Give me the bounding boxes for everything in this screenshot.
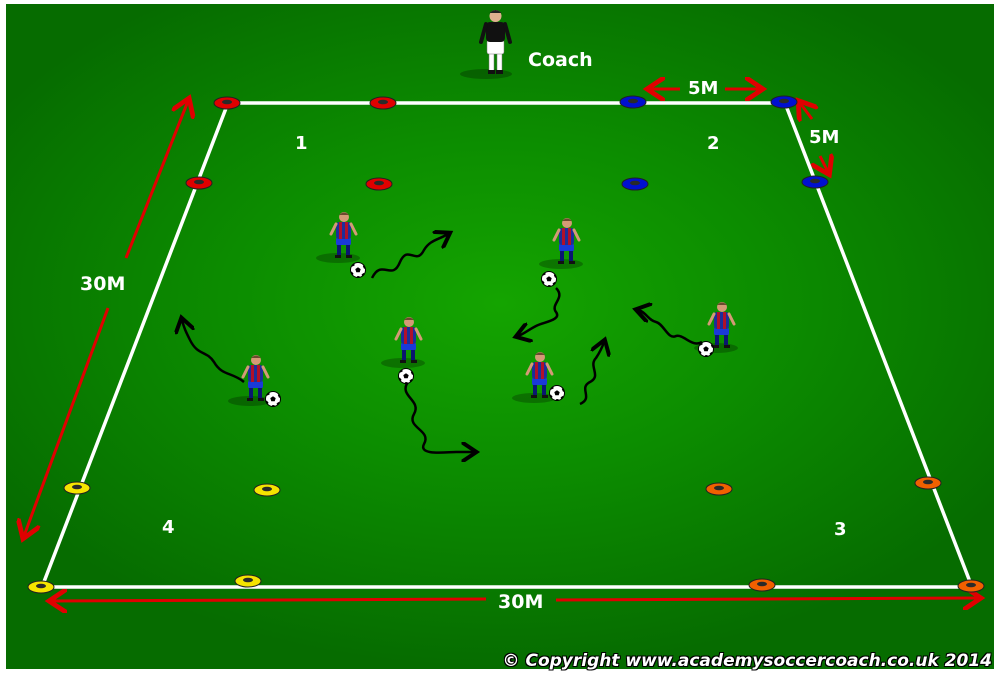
cone-yellow [28, 581, 54, 593]
cone-blue [802, 176, 828, 188]
left-length-arrow-down [24, 308, 108, 536]
soccer-ball-icon [699, 342, 714, 357]
side-gap-arrow-up [800, 103, 812, 119]
zone-label-2: 2 [707, 133, 720, 154]
cone-red [214, 97, 240, 109]
soccer-ball-icon [266, 392, 281, 407]
player-icon [381, 317, 425, 368]
cone-blue [622, 178, 648, 190]
coach-figure-icon [460, 10, 512, 79]
left-length-label: 30M [80, 273, 125, 295]
cone-orange [958, 580, 984, 592]
cone-yellow [254, 484, 280, 496]
dribble-path [518, 288, 559, 336]
zone-label-1: 1 [295, 133, 308, 154]
zone-label-3: 3 [834, 519, 847, 540]
cone-orange [706, 483, 732, 495]
cone-blue [620, 96, 646, 108]
bottom-length-label: 30M [498, 591, 543, 613]
dribble-path [372, 234, 448, 278]
soccer-ball-icon [351, 263, 366, 278]
bottom-length-arrow-right [556, 598, 978, 600]
soccer-ball-icon [399, 369, 414, 384]
coach-label: Coach [528, 49, 593, 71]
copyright-text: © Copyright www.academysoccercoach.co.uk… [503, 651, 992, 671]
zone-label-4: 4 [162, 517, 175, 538]
grid-boundary [42, 103, 972, 587]
cone-yellow [64, 482, 90, 494]
dribble-path [406, 382, 474, 453]
dribble-path [580, 342, 604, 404]
dribble-path [182, 320, 244, 382]
cone-blue [771, 96, 797, 108]
soccer-ball-icon [542, 272, 557, 287]
cone-red [370, 97, 396, 109]
cone-yellow [235, 575, 261, 587]
player-icon [316, 212, 360, 263]
player-icon [539, 218, 583, 269]
side-gap-arrow-down [820, 156, 828, 172]
bottom-length-arrow-left [52, 599, 486, 601]
cone-red [186, 177, 212, 189]
side-gap-label: 5M [809, 127, 839, 148]
cone-red [366, 178, 392, 190]
top-gap-label: 5M [688, 78, 718, 99]
dribble-path [638, 310, 702, 344]
soccer-ball-icon [550, 386, 565, 401]
cone-orange [749, 579, 775, 591]
cone-orange [915, 477, 941, 489]
